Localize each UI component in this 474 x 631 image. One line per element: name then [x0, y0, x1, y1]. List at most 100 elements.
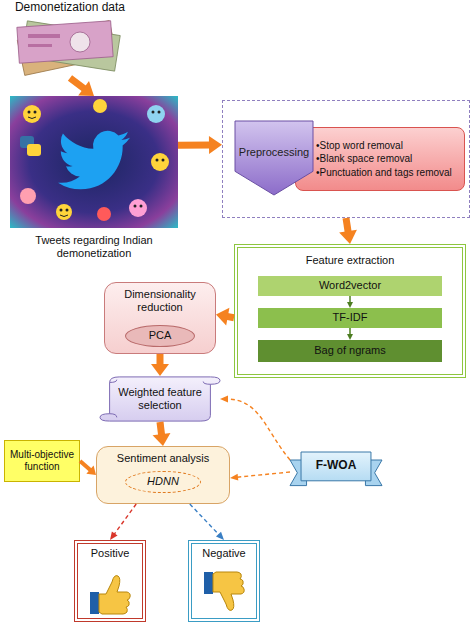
flow-connector [151, 354, 169, 376]
ribbon-body [301, 452, 371, 481]
node-label: Preprocessing [239, 146, 309, 159]
arrow-head [78, 81, 94, 96]
connector-line [349, 328, 351, 335]
process-bar: Bag of ngrams [258, 340, 442, 362]
emoji-set [20, 99, 169, 221]
node-label: •Blank space removal [316, 152, 412, 166]
source-illustration: Demonetization data [8, 0, 132, 78]
connector-line [178, 141, 212, 148]
arrow-head [151, 364, 169, 376]
hand [213, 572, 244, 610]
process-bar: TF-IDF [258, 308, 442, 328]
connector-line [226, 399, 290, 460]
flow-connector [190, 504, 224, 540]
emoji-eye [152, 111, 155, 114]
currency-notes [17, 21, 120, 76]
picture-background [10, 96, 178, 228]
scroll-curl [110, 414, 117, 418]
flow-connector [216, 308, 234, 326]
flow-connector [339, 218, 357, 244]
node-label: Feature extraction [306, 254, 395, 267]
flow-connector [110, 504, 136, 540]
image-node: Tweets regarding Indian demonetization [10, 96, 178, 260]
node-label: PCA [149, 329, 172, 342]
process-bar: Word2vector [258, 276, 442, 296]
scroll-shape: Weighted feature selection [100, 376, 220, 422]
node-label: •Punctuation and tags removal [316, 166, 452, 180]
emoji-eye [66, 209, 69, 212]
arrow-head [110, 531, 118, 540]
input-box: Multi-objective function [4, 440, 80, 482]
connector-line [114, 504, 136, 535]
node-label: Dimensionality reduction [105, 288, 215, 314]
thumbs-up [90, 576, 130, 614]
twitter-bird [58, 131, 130, 190]
scroll-curl [203, 382, 210, 385]
node-label: Bag of ngrams [314, 344, 386, 357]
node-label: •Stop word removal [316, 139, 403, 153]
flow-connector [347, 296, 353, 308]
note-portrait [70, 32, 90, 52]
scroll-curl [110, 380, 117, 383]
node-label: Demonetization data [15, 0, 125, 14]
hand [99, 576, 130, 614]
emoji-eye [158, 111, 161, 114]
flow-connector [347, 328, 353, 340]
emoji [147, 105, 165, 123]
connector-line [157, 354, 164, 366]
connector-line [190, 504, 220, 535]
process-box: Sentiment analysisHDNN [96, 446, 230, 504]
connector-line [346, 218, 348, 234]
emoji-mouth [60, 215, 68, 217]
arrow-head [209, 136, 222, 154]
arrow-head [153, 433, 171, 446]
emoji-eye [162, 159, 165, 162]
flow-connector [230, 472, 290, 481]
connector-line [349, 296, 351, 303]
flow-connector [153, 422, 171, 446]
python-logo [20, 136, 41, 156]
connector-line [236, 472, 290, 477]
arrow-head [220, 396, 228, 403]
flow-connector [80, 461, 96, 475]
flow-connector [70, 78, 94, 96]
connector-line [225, 316, 234, 318]
emoji [23, 105, 41, 123]
note-detail [28, 44, 52, 47]
node-label: Sentiment analysis [117, 452, 209, 465]
emoji-eye [140, 205, 143, 208]
chevron-shape: Preprocessing [235, 121, 313, 195]
twitter-picture [10, 96, 178, 228]
arrow-head [86, 466, 96, 475]
process-box: Dimensionality reductionPCA [104, 282, 216, 354]
connector-line [70, 78, 86, 90]
emoji [20, 188, 36, 204]
connector-line [160, 422, 162, 436]
output-box: Positive [74, 540, 146, 622]
emoji [97, 207, 111, 221]
node-label: TF-IDF [333, 311, 368, 324]
scroll-body [100, 377, 220, 421]
ellipse-node: HDNN [125, 471, 201, 493]
node-label: HDNN [147, 475, 179, 488]
process-box: •Stop word removal•Blank space removal•P… [295, 127, 465, 191]
logo-part [27, 144, 41, 156]
note-detail [28, 34, 60, 38]
arrow-head [230, 474, 238, 481]
sleeve [90, 592, 99, 614]
emoji-mouth [28, 117, 36, 119]
node-label: Positive [91, 547, 130, 560]
emoji [56, 204, 72, 220]
emoji-eye [34, 111, 37, 114]
node-label: F-WOA [316, 458, 357, 472]
ellipse-node: PCA [125, 325, 195, 347]
thumbs-down [204, 572, 244, 610]
emoji-eye [60, 209, 63, 212]
note [17, 21, 113, 63]
group-box: Preprocessing•Stop word removal•Blank sp… [222, 100, 470, 218]
emoji [129, 199, 147, 217]
emoji-eye [134, 205, 137, 208]
emoji [93, 99, 107, 113]
node-label: Tweets regarding Indian demonetization [10, 234, 178, 260]
